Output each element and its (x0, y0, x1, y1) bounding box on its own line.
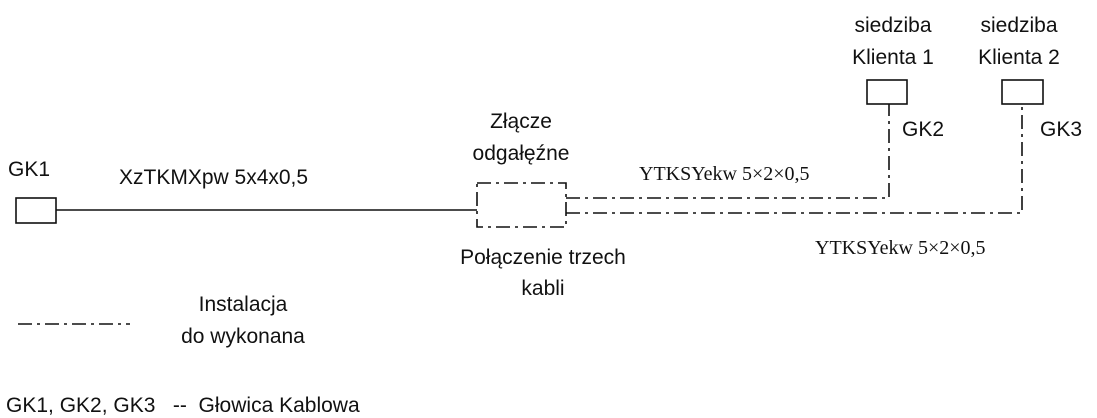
gk1-label: GK1 (8, 158, 50, 181)
client1-label-line1: siedziba (854, 14, 931, 37)
client1-box (866, 79, 908, 105)
client2-label-line2: Klienta 2 (978, 46, 1060, 69)
branch-cable-2-line (566, 104, 1023, 214)
junction-box (476, 182, 567, 228)
client2-label-line1: siedziba (980, 14, 1057, 37)
main-cable-label: XzTKMXpw 5x4x0,5 (119, 166, 308, 189)
gk3-label: GK3 (1040, 118, 1082, 141)
footnote-gk-definition: GK1, GK2, GK3 -- Głowica Kablowa (6, 394, 360, 417)
legend-installation-line1: Instalacja (199, 293, 288, 316)
gk2-label: GK2 (902, 118, 944, 141)
junction-title-line2: odgałęźne (473, 142, 570, 165)
junction-note-line1: Połączenie trzech (460, 246, 626, 269)
junction-title-line1: Złącze (490, 110, 552, 133)
client1-label-line2: Klienta 1 (852, 46, 934, 69)
client2-box (1001, 79, 1044, 105)
legend-installation-line2: do wykonana (181, 325, 305, 348)
branch-cable-1-line (566, 104, 890, 199)
junction-note-line2: kabli (521, 277, 564, 300)
gk1-box (15, 197, 57, 224)
branch-cable-1-label: YTKSYekw 5×2×0,5 (639, 163, 810, 185)
branch-cable-2-label: YTKSYekw 5×2×0,5 (815, 237, 986, 259)
